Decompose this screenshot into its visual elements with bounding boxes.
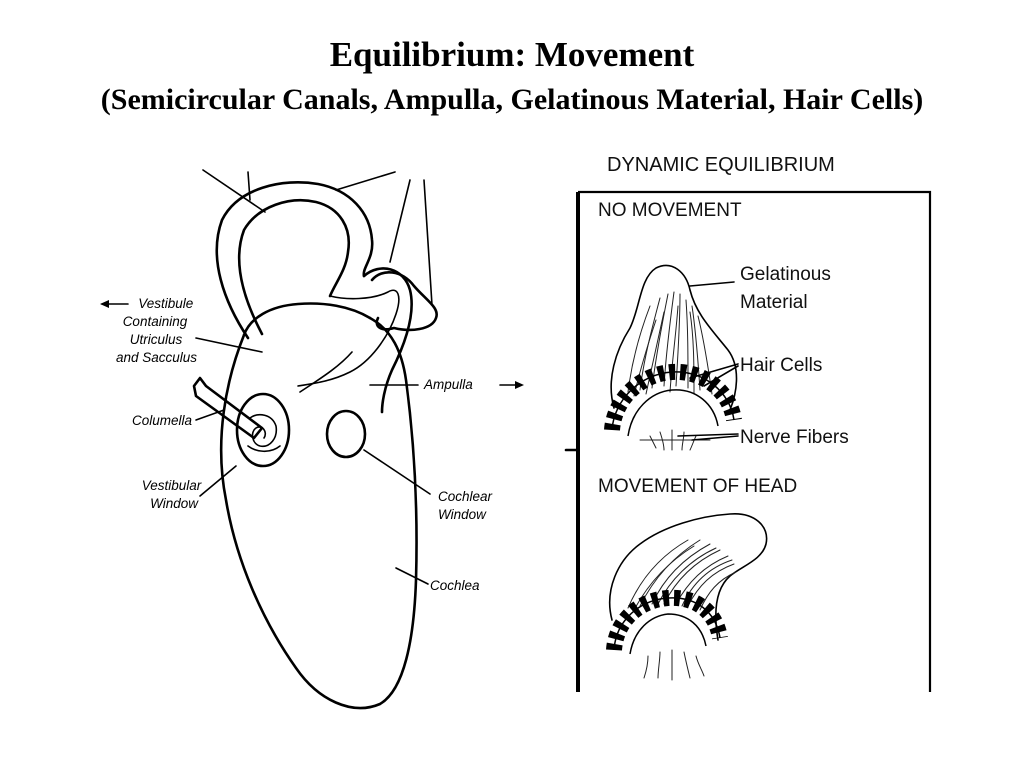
leader-line [195, 409, 225, 421]
gelatinous-material-bent [608, 513, 768, 641]
leader-line [363, 449, 431, 495]
leader-line [689, 363, 739, 379]
cupula-no-movement [604, 264, 742, 451]
section-movement-of-head: MOVEMENT OF HEAD [598, 476, 797, 497]
label-nerve-fibers: Nerve Fibers [740, 427, 849, 448]
dynamic-equilibrium-panel: DYNAMIC EQUILIBRIUM NO MOVEMENT MOVEMENT… [576, 154, 932, 692]
leader-line [677, 433, 739, 437]
leader-line [199, 465, 237, 497]
panel-frame [578, 190, 932, 692]
vestibule-outline [242, 302, 372, 337]
vestibular-window [235, 392, 291, 468]
columella [192, 376, 264, 440]
cupula-movement [606, 513, 768, 681]
label-cochlear-window: Cochlear Window [438, 489, 496, 522]
canal-posterior-inner [297, 289, 400, 387]
leader-line [195, 337, 263, 353]
label-vestibular-window: Vestibular Window [142, 478, 205, 511]
gelatinous-material-shape [610, 264, 738, 411]
leader-line [689, 281, 735, 287]
leader-line [202, 169, 266, 213]
hair-cells-band-bent [606, 589, 728, 652]
label-hair-cells: Hair Cells [740, 355, 822, 376]
leader-line [335, 171, 396, 191]
cochlear-window [325, 409, 367, 459]
ampulla-inner-line [299, 351, 353, 393]
inner-ear-diagram: Vestibule Containing Utriculus and Saccu… [100, 169, 578, 710]
panel-heading: DYNAMIC EQUILIBRIUM [607, 154, 835, 176]
section-no-movement: NO MOVEMENT [598, 200, 742, 221]
leader-line [423, 179, 433, 306]
stapes-footplate [249, 413, 278, 448]
arrow-left-icon [100, 300, 109, 308]
leader-line [247, 171, 251, 201]
slide-title: Equilibrium: Movement [329, 35, 695, 74]
leader-line [703, 365, 739, 387]
cochlea-outline [219, 316, 418, 710]
ampulla-shape [370, 271, 438, 332]
label-vestibule: Vestibule Containing Utriculus and Saccu… [116, 296, 197, 365]
leader-line [691, 435, 739, 441]
leader-line [389, 179, 411, 263]
label-cochlea: Cochlea [430, 578, 480, 593]
label-ampulla: Ampulla [423, 377, 473, 392]
stapes-footplate [247, 445, 281, 453]
leader-line [395, 567, 429, 585]
label-columella: Columella [132, 413, 193, 428]
slide-subtitle: (Semicircular Canals, Ampulla, Gelatinou… [100, 83, 924, 116]
hair-cells-band [604, 363, 742, 432]
canal-inner [237, 199, 351, 336]
label-gelatinous-material: Gelatinous Material [740, 264, 836, 313]
canal-outer [215, 181, 374, 340]
canal-posterior [362, 267, 413, 414]
arrow-right-icon [515, 381, 524, 389]
